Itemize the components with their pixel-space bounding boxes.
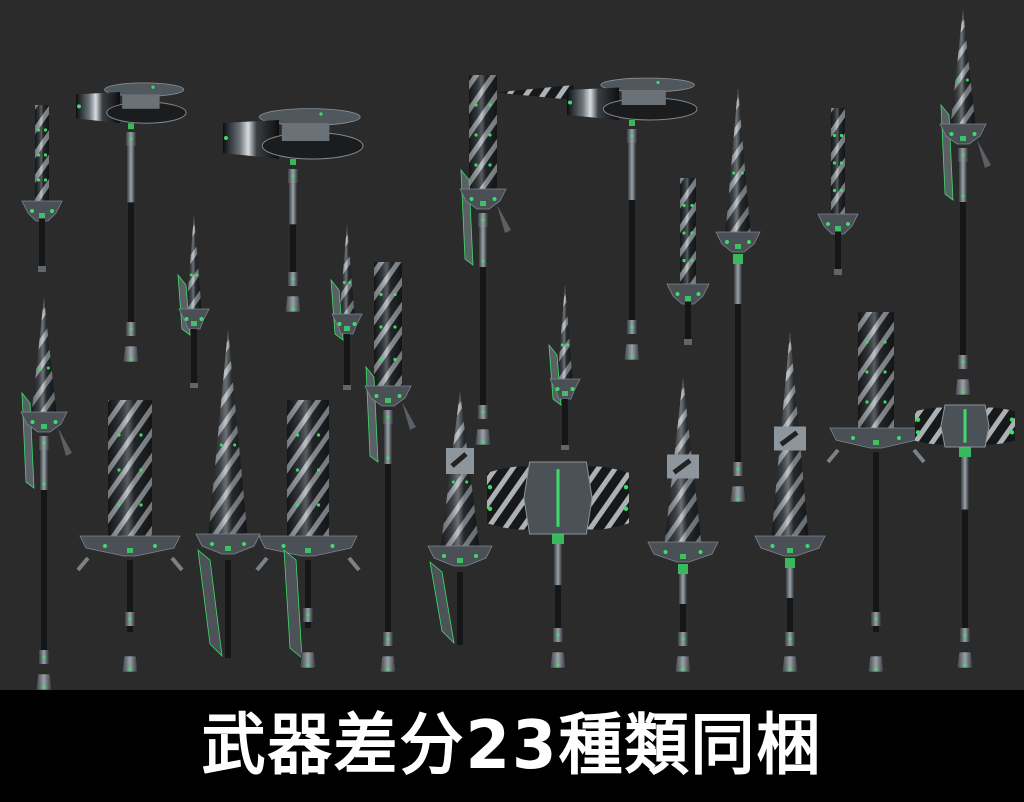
promo-banner: 武器差分23種類同梱 <box>0 690 1024 802</box>
weapon-icon <box>177 215 210 388</box>
weapon-icon <box>330 225 363 390</box>
weapon-icon <box>487 461 629 669</box>
weapon-icon <box>817 108 859 275</box>
weapon-render-great-lance <box>128 330 328 668</box>
weapon-render-great-hammer <box>865 404 1024 669</box>
weapon-icon <box>826 312 926 673</box>
weapon-render-halberd <box>863 10 1024 396</box>
weapon-icon <box>939 10 991 396</box>
weapon-render-great-sword-b <box>208 400 408 669</box>
weapon-render-halberd <box>0 298 144 691</box>
weapon-showcase-area <box>0 10 1024 691</box>
weapon-icon <box>915 404 1015 669</box>
weapon-render-lance-heavy <box>690 332 890 673</box>
weapon-icon <box>427 392 493 645</box>
weapon-render-sword <box>588 178 788 345</box>
weapon-render-spike-sword <box>94 215 294 388</box>
weapon-icon <box>647 378 719 673</box>
weapon-icon <box>20 298 72 691</box>
weapon-render-spike-sword <box>465 285 665 450</box>
weapon-render-hammer <box>31 80 231 363</box>
weapon-render-lance-heavy <box>583 378 783 673</box>
weapon-render-axe <box>288 262 488 673</box>
weapon-icon <box>76 82 187 363</box>
weapon-icon <box>364 262 416 673</box>
weapon-render-hammer-spike <box>495 75 732 361</box>
weapon-render-great-hammer <box>458 461 658 669</box>
weapon-icon <box>255 400 361 669</box>
weapon-icon <box>666 178 710 345</box>
weapon-icon <box>21 105 63 272</box>
weapon-render-hammer <box>193 105 393 313</box>
weapon-icon <box>495 77 698 361</box>
banner-title: 武器差分23種類同梱 <box>201 707 823 785</box>
weapon-render-great-lance-b <box>360 392 560 655</box>
weapon-render-spike-sword <box>247 225 447 390</box>
weapon-icon <box>223 108 364 313</box>
weapon-icon <box>76 400 184 673</box>
weapon-render-sword <box>738 108 938 275</box>
weapon-render-lance <box>638 88 838 503</box>
weapon-render-axe <box>383 75 583 446</box>
weapon-render-great-sword <box>776 312 976 673</box>
weapon-render-great-sword <box>30 400 230 673</box>
weapon-icon <box>459 75 511 446</box>
weapon-render-sword <box>0 105 142 272</box>
weapon-icon <box>195 330 261 658</box>
weapon-icon <box>754 332 826 673</box>
weapon-icon <box>715 88 761 503</box>
weapon-icon <box>548 285 581 450</box>
